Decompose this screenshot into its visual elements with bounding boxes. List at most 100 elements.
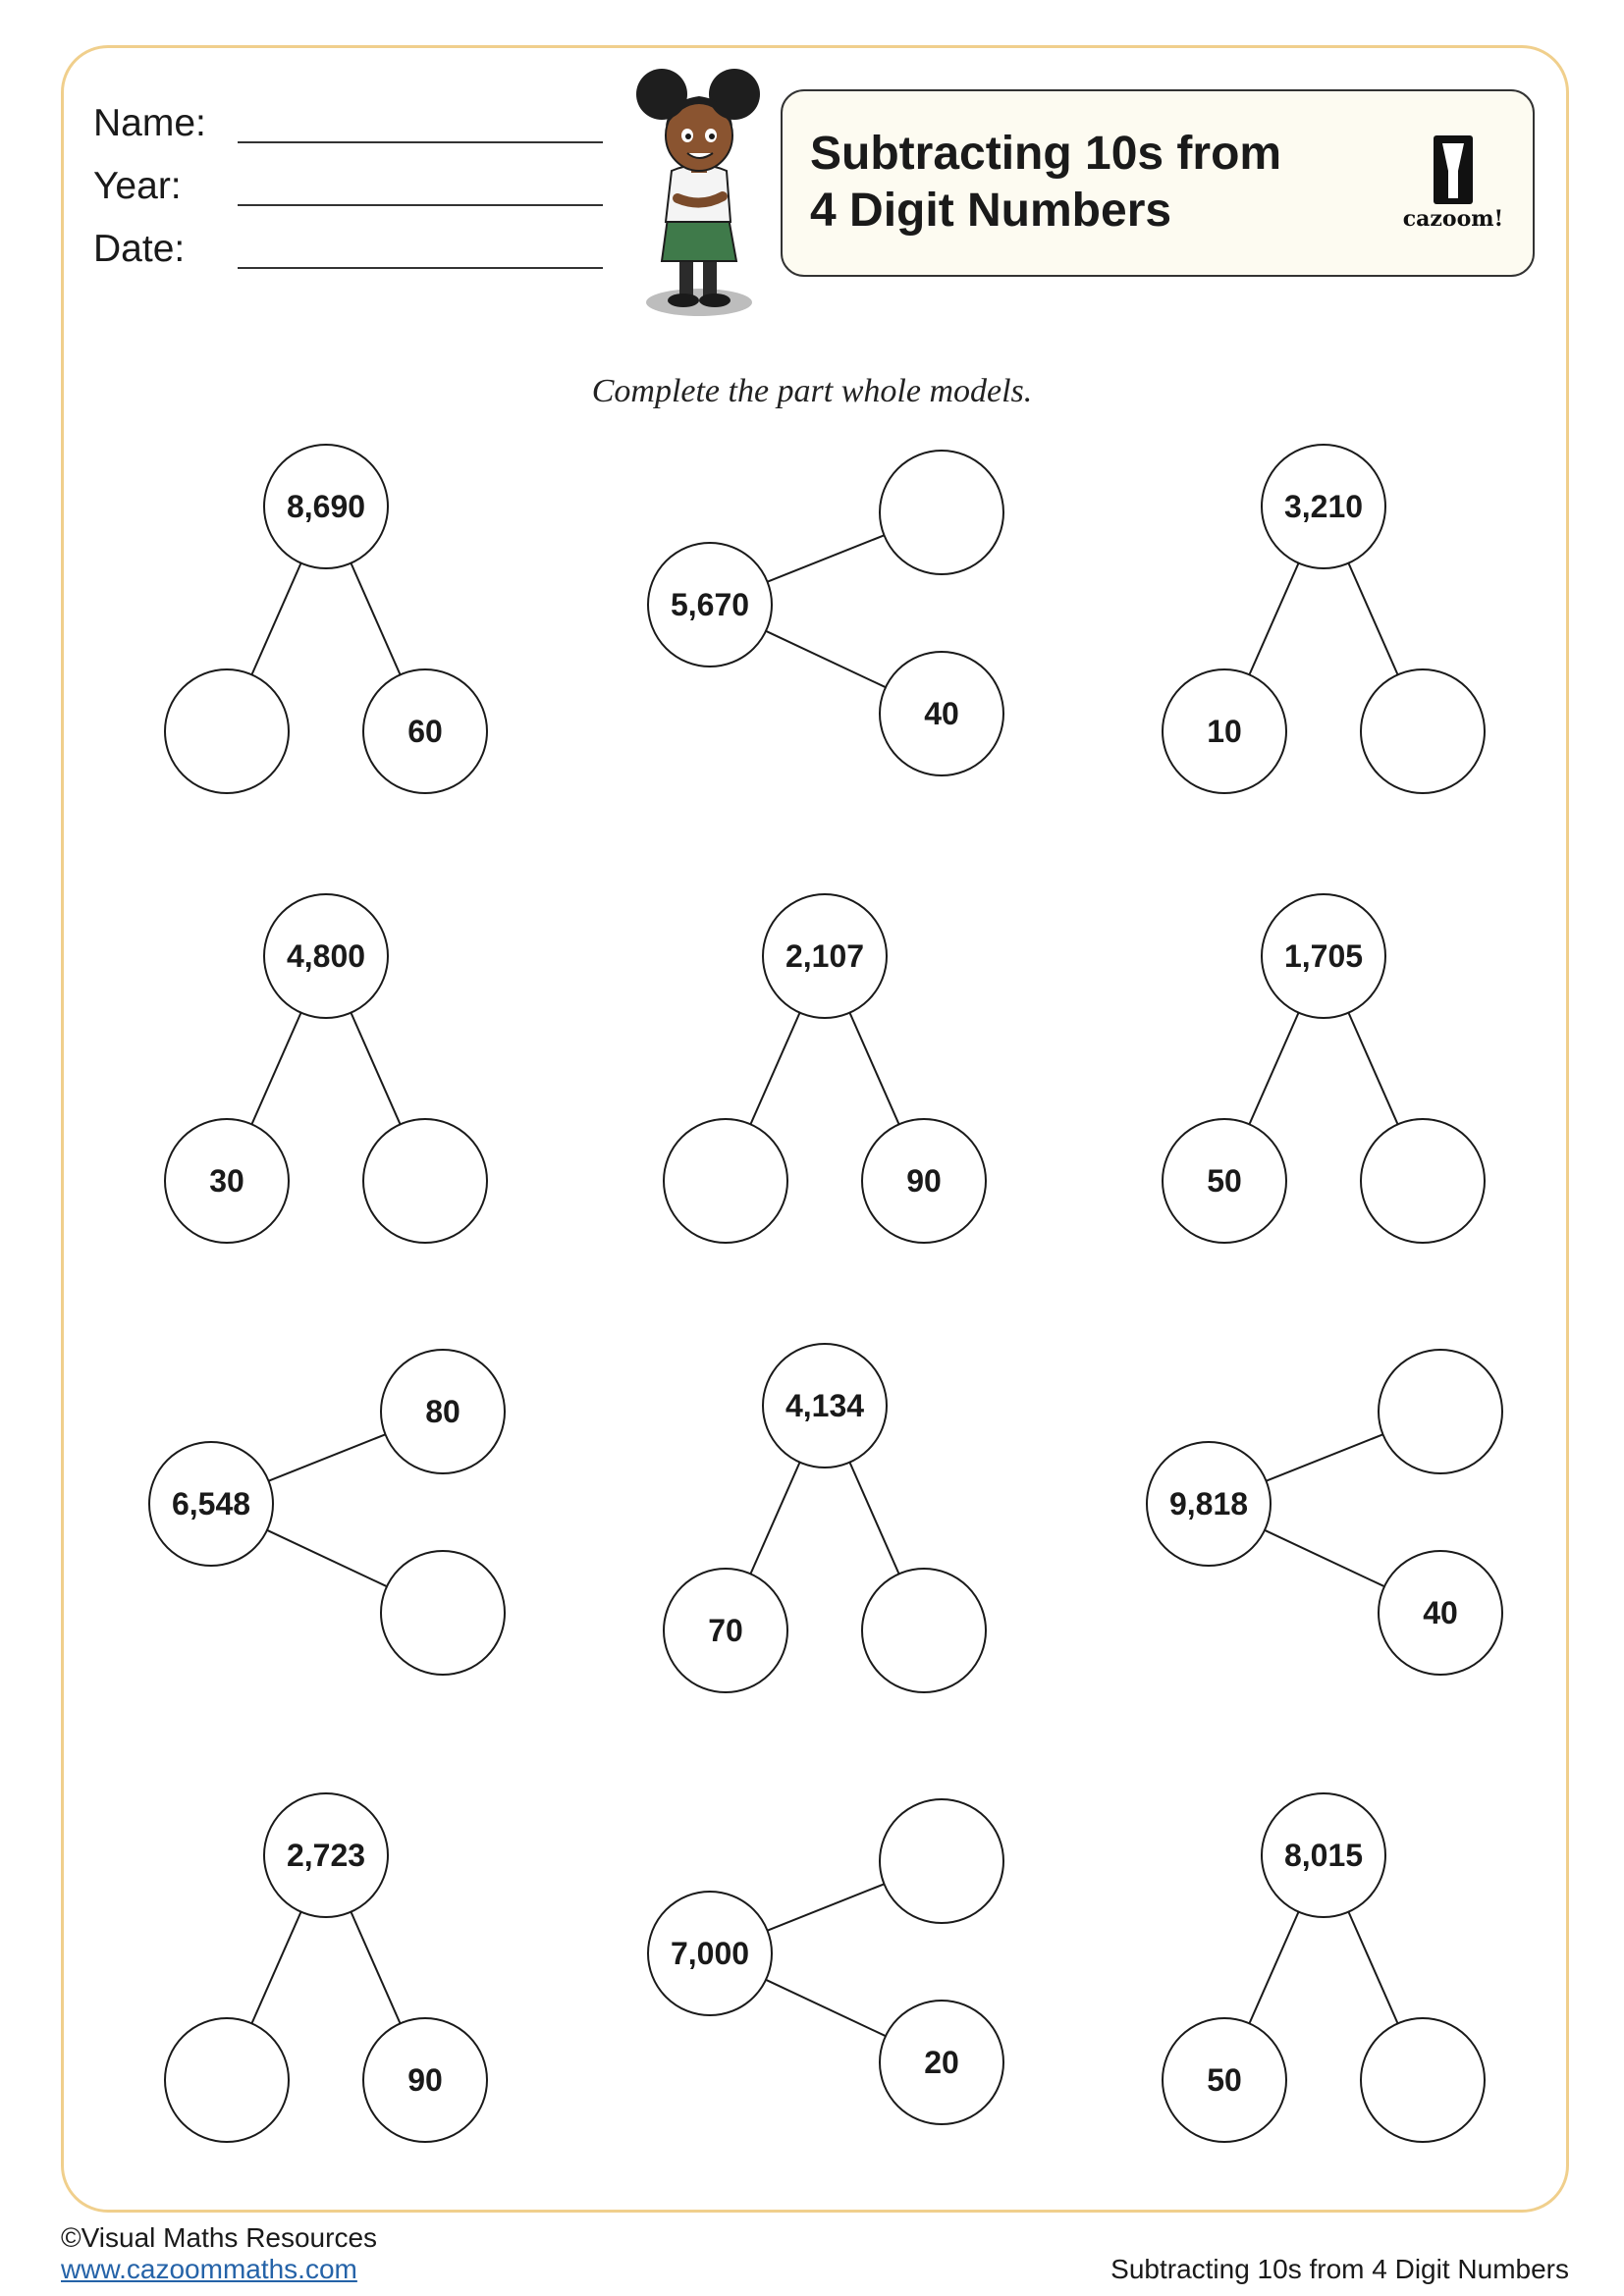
date-label: Date:: [93, 228, 186, 270]
part-circle: [380, 1349, 506, 1474]
connector-line: [1347, 1012, 1399, 1125]
whole-circle: [263, 1792, 389, 1918]
part-circle: [1162, 668, 1287, 794]
date-line[interactable]: [238, 267, 603, 269]
title-line-2: 4 Digit Numbers: [810, 185, 1172, 237]
part-circle-value: 70: [708, 1613, 743, 1648]
connector-line: [765, 629, 887, 689]
connector-line: [250, 1911, 302, 2024]
part-circle-value: 80: [425, 1394, 460, 1429]
connector-line: [1264, 1528, 1385, 1588]
logo-text: cazoom!: [1402, 206, 1504, 232]
part-circle: [164, 1118, 290, 1244]
copyright-text: ©Visual Maths Resources: [61, 2222, 378, 2253]
whole-circle-value: 7,000: [671, 1936, 749, 1971]
name-label: Name:: [93, 102, 206, 144]
part-circle: [879, 651, 1004, 776]
connector-line: [767, 1883, 885, 1932]
whole-circle-value: 2,107: [785, 938, 864, 974]
whole-circle: [1146, 1441, 1272, 1567]
connector-line: [350, 1911, 402, 2024]
whole-circle-value: 1,705: [1284, 938, 1363, 974]
connector-line: [848, 1012, 900, 1125]
part-circle-value: 90: [407, 2062, 443, 2098]
part-circle-value: 40: [924, 696, 959, 731]
part-circle-value: 90: [906, 1163, 942, 1199]
whole-circle: [647, 542, 773, 667]
part-circle: [663, 1568, 788, 1693]
whole-circle-value: 2,723: [287, 1838, 365, 1873]
footer-sheet-name: Subtracting 10s from 4 Digit Numbers: [1110, 2254, 1569, 2284]
whole-circle-value: 8,015: [1284, 1838, 1363, 1873]
part-circle[interactable]: [164, 668, 290, 794]
part-circle-value: 60: [407, 714, 443, 749]
connector-line: [350, 1012, 402, 1125]
cazoom-logo-icon: [1434, 135, 1473, 204]
connector-line: [268, 1433, 386, 1482]
whole-circle-value: 5,670: [671, 587, 749, 622]
website-link[interactable]: www.cazoommaths.com: [61, 2254, 357, 2284]
part-circle[interactable]: [1360, 1118, 1486, 1244]
connector-line: [848, 1462, 900, 1575]
title-box: [781, 89, 1535, 277]
girl-character-illustration: [636, 69, 760, 316]
connector-line: [765, 1978, 887, 2038]
whole-circle: [148, 1441, 274, 1567]
part-circle: [1378, 1550, 1503, 1676]
part-whole-model-11: 7,000 20: [647, 1798, 1004, 2125]
footer-credits: ©Visual Maths Resources www.cazoommaths.…: [61, 2222, 377, 2285]
name-line[interactable]: [238, 141, 603, 143]
year-line[interactable]: [238, 204, 603, 206]
worksheet-title: Subtracting 10s from 4 Digit Numbers: [810, 126, 1360, 240]
connector-line: [266, 1528, 388, 1588]
connector-line: [1347, 562, 1399, 675]
part-circle[interactable]: [1378, 1349, 1503, 1474]
part-circle: [362, 668, 488, 794]
year-label: Year:: [93, 165, 182, 207]
whole-circle: [647, 1891, 773, 2016]
part-circle[interactable]: [1360, 668, 1486, 794]
connector-line: [1266, 1433, 1383, 1482]
whole-circle: [1261, 1792, 1386, 1918]
part-whole-model-12: 8,015 50: [1162, 1792, 1486, 2143]
part-circle: [879, 2000, 1004, 2125]
part-whole-model-2: 5,670 40: [647, 450, 1004, 776]
part-circle-value: 30: [209, 1163, 244, 1199]
connector-line: [749, 1012, 801, 1125]
part-circle-value: 50: [1207, 1163, 1242, 1199]
part-circle-value: 50: [1207, 2062, 1242, 2098]
connector-line: [1248, 1012, 1300, 1125]
connector-line: [1248, 562, 1300, 675]
part-circle[interactable]: [362, 1118, 488, 1244]
connector-line: [350, 562, 402, 675]
part-circle-value: 20: [924, 2045, 959, 2080]
part-circle[interactable]: [879, 450, 1004, 575]
whole-circle: [762, 1343, 888, 1468]
whole-circle-value: 9,818: [1169, 1486, 1248, 1522]
part-circle[interactable]: [164, 2017, 290, 2143]
part-circle-value: 40: [1423, 1595, 1458, 1630]
part-whole-model-5: 2,107 90: [663, 893, 987, 1244]
whole-circle-value: 3,210: [1284, 489, 1363, 524]
part-whole-model-6: 1,705 50: [1162, 893, 1486, 1244]
part-circle[interactable]: [380, 1550, 506, 1676]
part-circle: [1162, 2017, 1287, 2143]
worksheet-border: [61, 45, 1569, 2213]
part-whole-model-3: 3,210 10: [1162, 444, 1486, 794]
part-circle[interactable]: [663, 1118, 788, 1244]
connector-line: [1248, 1911, 1300, 2024]
whole-circle: [263, 893, 389, 1019]
connector-line: [250, 562, 302, 675]
connector-line: [1347, 1911, 1399, 2024]
part-whole-model-9: 9,818 40: [1146, 1349, 1503, 1676]
part-circle[interactable]: [879, 1798, 1004, 1924]
instruction-text: Complete the part whole models.: [591, 373, 1033, 409]
part-circle[interactable]: [1360, 2017, 1486, 2143]
part-circle-value: 10: [1207, 714, 1242, 749]
whole-circle: [1261, 444, 1386, 569]
title-line-1: Subtracting 10s from: [810, 128, 1282, 180]
part-circle[interactable]: [861, 1568, 987, 1693]
